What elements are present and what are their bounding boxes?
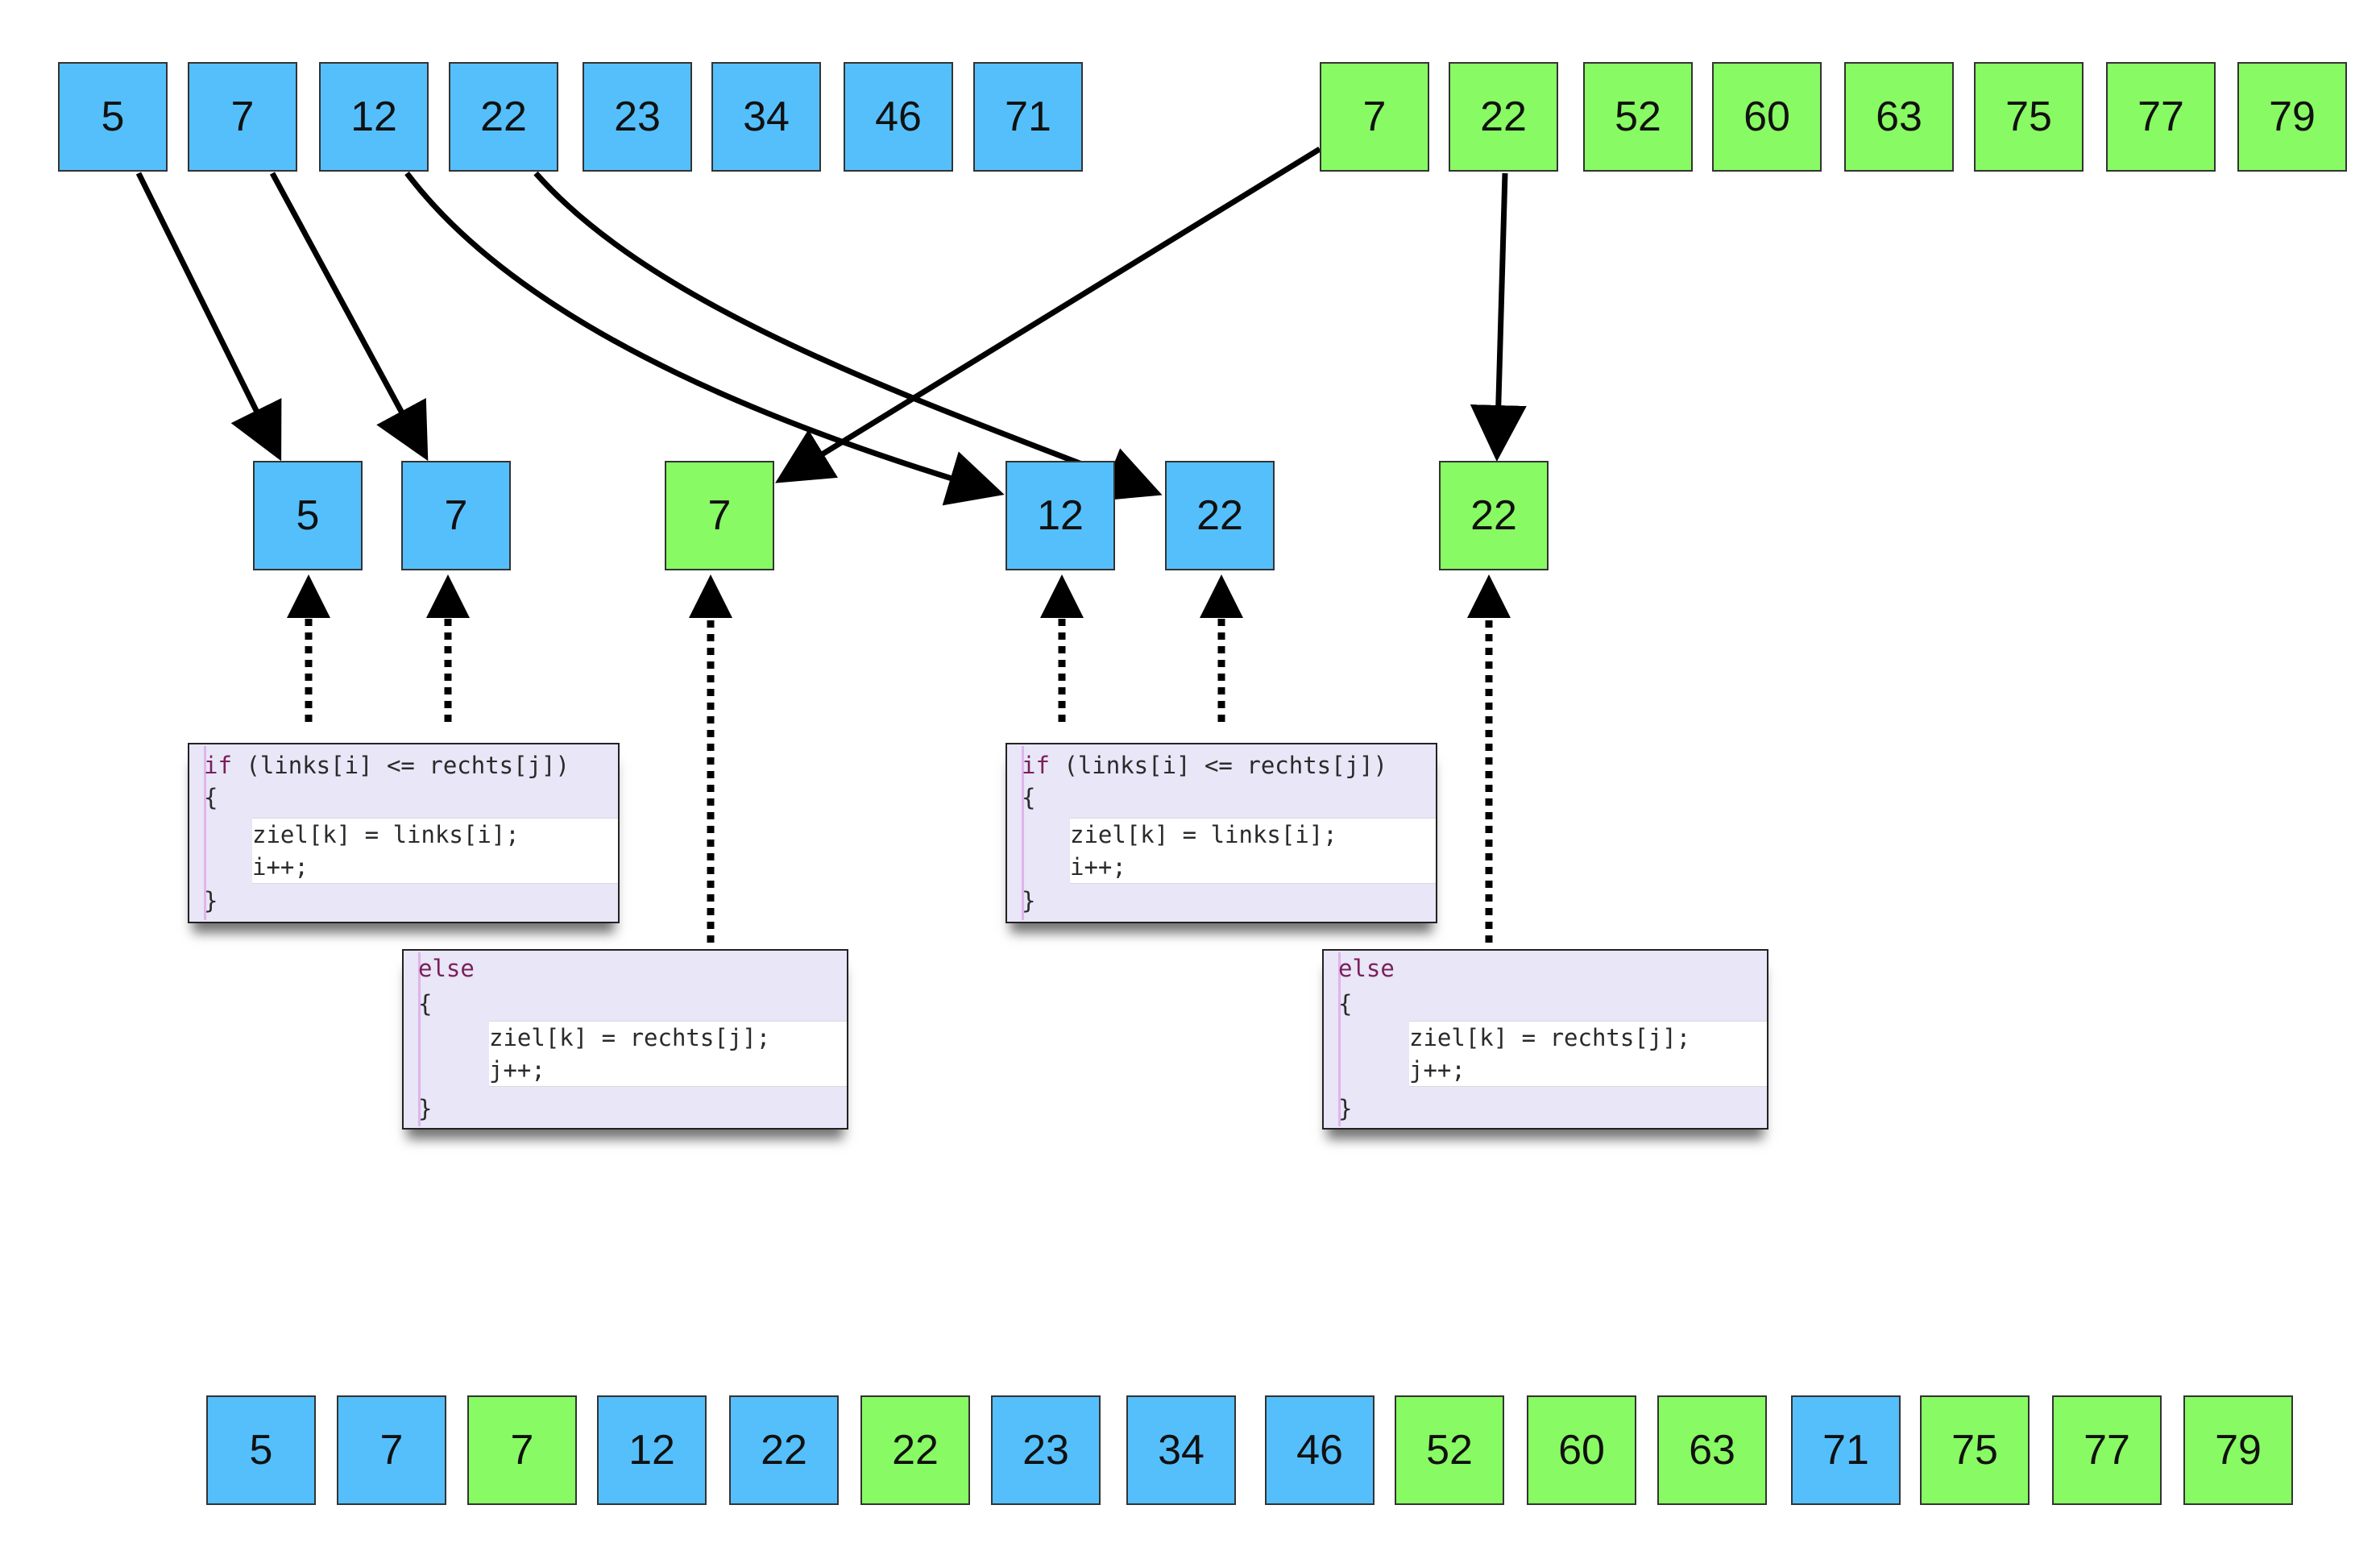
code-line: ziel[k] = links[i]; bbox=[252, 821, 520, 848]
code-block-else: else { ziel[k] = rechts[j]; j++; } bbox=[402, 949, 848, 1130]
code-line: ziel[k] = rechts[j]; bbox=[1409, 1024, 1691, 1051]
right-array-cell: 63 bbox=[1844, 62, 1954, 172]
result-array-cell: 5 bbox=[206, 1395, 316, 1505]
code-close-brace: } bbox=[204, 887, 218, 914]
arrow-left-12 bbox=[404, 171, 1005, 506]
arrow-left-22 bbox=[533, 171, 1163, 501]
code-line: j++; bbox=[1409, 1056, 1466, 1084]
right-array-cell: 75 bbox=[1974, 62, 2084, 172]
left-array-cell: 34 bbox=[711, 62, 821, 172]
result-array-cell: 46 bbox=[1265, 1395, 1375, 1505]
middle-box: 7 bbox=[401, 461, 511, 570]
right-array-cell: 77 bbox=[2106, 62, 2216, 172]
code-open-brace: { bbox=[418, 990, 433, 1018]
code-block-else: else { ziel[k] = rechts[j]; j++; } bbox=[1322, 949, 1768, 1130]
result-array-cell: 23 bbox=[991, 1395, 1101, 1505]
code-body: ziel[k] = links[i]; i++; bbox=[252, 818, 618, 884]
right-array-cell: 60 bbox=[1712, 62, 1822, 172]
code-close-brace: } bbox=[418, 1095, 433, 1122]
left-array-cell: 71 bbox=[973, 62, 1083, 172]
left-array-cell: 23 bbox=[583, 62, 692, 172]
arrow-left-7 bbox=[269, 172, 429, 462]
result-array-cell: 71 bbox=[1791, 1395, 1901, 1505]
code-body: ziel[k] = rechts[j]; j++; bbox=[1409, 1021, 1767, 1087]
code-keyword: else bbox=[418, 955, 475, 982]
result-array-cell: 77 bbox=[2052, 1395, 2162, 1505]
result-array-cell: 75 bbox=[1920, 1395, 2030, 1505]
code-block-if: if (links[i] <= rechts[j]) { ziel[k] = l… bbox=[1005, 743, 1437, 923]
result-array-cell: 79 bbox=[2183, 1395, 2293, 1505]
result-array-cell: 7 bbox=[337, 1395, 446, 1505]
result-array-cell: 52 bbox=[1395, 1395, 1504, 1505]
result-array-cell: 7 bbox=[467, 1395, 577, 1505]
code-keyword: if bbox=[1022, 752, 1050, 779]
right-array-cell: 79 bbox=[2237, 62, 2347, 172]
right-array-cell: 52 bbox=[1583, 62, 1693, 172]
right-array-cell: 7 bbox=[1320, 62, 1429, 172]
result-array-cell: 22 bbox=[729, 1395, 839, 1505]
left-array-cell: 22 bbox=[449, 62, 558, 172]
right-array-cell: 22 bbox=[1449, 62, 1558, 172]
code-open-brace: { bbox=[1338, 990, 1353, 1018]
arrow-right-22 bbox=[1470, 172, 1527, 462]
code-close-brace: } bbox=[1338, 1095, 1353, 1122]
code-body: ziel[k] = rechts[j]; j++; bbox=[489, 1021, 847, 1087]
code-gutter bbox=[1338, 952, 1341, 1126]
left-array-cell: 7 bbox=[188, 62, 297, 172]
left-array-cell: 5 bbox=[58, 62, 168, 172]
result-array-cell: 60 bbox=[1527, 1395, 1636, 1505]
code-line: ziel[k] = links[i]; bbox=[1070, 821, 1337, 848]
code-gutter bbox=[204, 746, 206, 920]
middle-box: 12 bbox=[1005, 461, 1115, 570]
code-gutter bbox=[418, 952, 421, 1126]
result-array-cell: 34 bbox=[1126, 1395, 1236, 1505]
code-block-if: if (links[i] <= rechts[j]) { ziel[k] = l… bbox=[188, 743, 620, 923]
code-line: i++; bbox=[1070, 853, 1126, 881]
code-line: ziel[k] = rechts[j]; bbox=[489, 1024, 771, 1051]
arrow-right-7 bbox=[775, 147, 1321, 483]
middle-box: 5 bbox=[253, 461, 363, 570]
left-array-cell: 46 bbox=[844, 62, 953, 172]
code-line: i++; bbox=[252, 853, 309, 881]
result-array-cell: 63 bbox=[1657, 1395, 1767, 1505]
code-condition: (links[i] <= rechts[j]) bbox=[231, 752, 570, 779]
left-array-cell: 12 bbox=[319, 62, 429, 172]
code-line: j++; bbox=[489, 1056, 545, 1084]
code-open-brace: { bbox=[1022, 784, 1036, 811]
code-open-brace: { bbox=[204, 784, 218, 811]
code-gutter bbox=[1022, 746, 1024, 920]
result-array-cell: 12 bbox=[597, 1395, 707, 1505]
code-keyword: else bbox=[1338, 955, 1395, 982]
result-array-cell: 22 bbox=[860, 1395, 970, 1505]
middle-box: 7 bbox=[665, 461, 774, 570]
middle-box: 22 bbox=[1165, 461, 1275, 570]
middle-box: 22 bbox=[1439, 461, 1549, 570]
code-keyword: if bbox=[204, 752, 232, 779]
arrow-left-5 bbox=[135, 172, 282, 462]
code-body: ziel[k] = links[i]; i++; bbox=[1070, 818, 1436, 884]
code-close-brace: } bbox=[1022, 887, 1036, 914]
code-condition: (links[i] <= rechts[j]) bbox=[1049, 752, 1387, 779]
